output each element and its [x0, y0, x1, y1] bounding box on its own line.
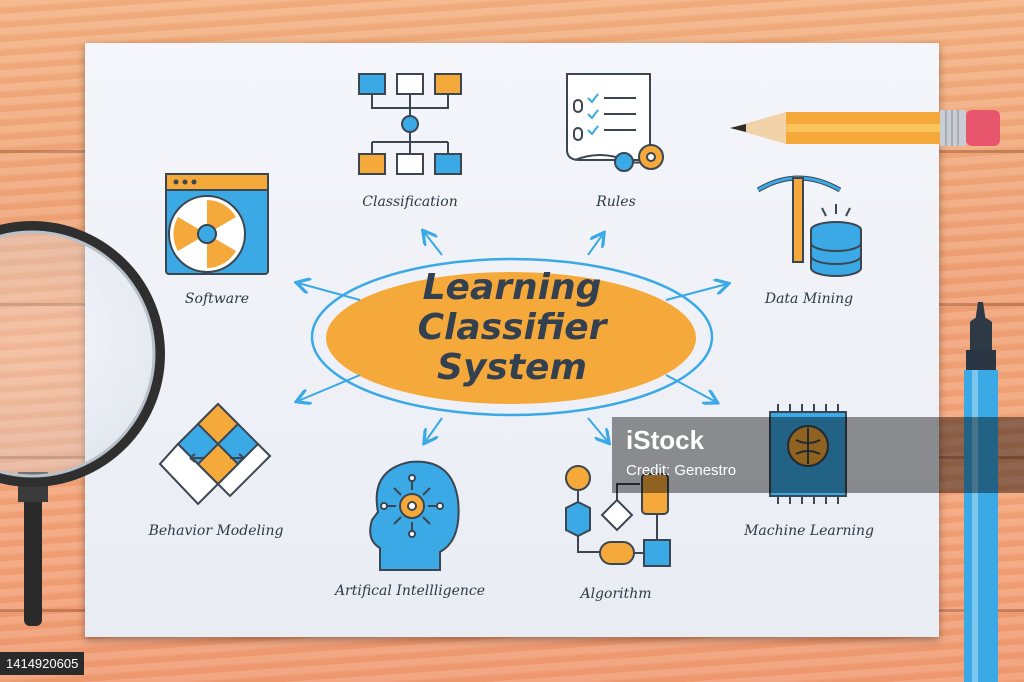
- arrows: [298, 232, 727, 442]
- machine-learning-icon: [769, 404, 847, 504]
- diagram-title: Learning Classifier System: [392, 268, 632, 388]
- arrow-algorithm: [587, 417, 608, 442]
- arrow-data-mining: [665, 284, 727, 301]
- algorithm-icon: [565, 465, 671, 567]
- label-behavior-modeling: Behavior Modeling: [148, 523, 284, 539]
- watermark-logo: iStock: [626, 425, 705, 455]
- image-id-label: 1414920605: [0, 652, 85, 675]
- data-mining-icon: [756, 175, 862, 277]
- title-line-2: Classifier: [417, 307, 607, 348]
- artificial-intelligence-icon: [369, 460, 460, 571]
- pencil-icon: [730, 110, 1000, 146]
- label-machine-learning: Machine Learning: [744, 523, 874, 539]
- title-line-1: Learning: [422, 267, 602, 308]
- pen-icon: [964, 302, 998, 682]
- arrow-ai: [425, 417, 443, 442]
- label-data-mining: Data Mining: [764, 291, 854, 307]
- software-icon: [165, 173, 269, 275]
- arrow-machine-learning: [665, 374, 716, 402]
- label-algorithm: Algorithm: [580, 586, 652, 602]
- arrow-behavior: [298, 374, 361, 401]
- label-rules: Rules: [596, 194, 636, 210]
- arrow-rules: [587, 234, 603, 256]
- title-line-3: System: [437, 347, 587, 388]
- label-artificial-intelligence: Artifical Intellligence: [334, 583, 486, 599]
- behavior-modeling-icon: [158, 402, 272, 506]
- arrow-classification: [424, 232, 443, 256]
- label-classification: Classification: [362, 194, 458, 210]
- watermark-box: [612, 417, 1024, 493]
- label-software: Software: [184, 291, 250, 307]
- center-ellipse: [310, 257, 714, 417]
- classification-icon: [358, 73, 462, 175]
- arrow-software: [298, 283, 361, 301]
- rules-icon: [566, 73, 664, 172]
- watermark-credit: Credit: Genestro: [626, 462, 737, 479]
- magnifier-icon: [0, 221, 165, 626]
